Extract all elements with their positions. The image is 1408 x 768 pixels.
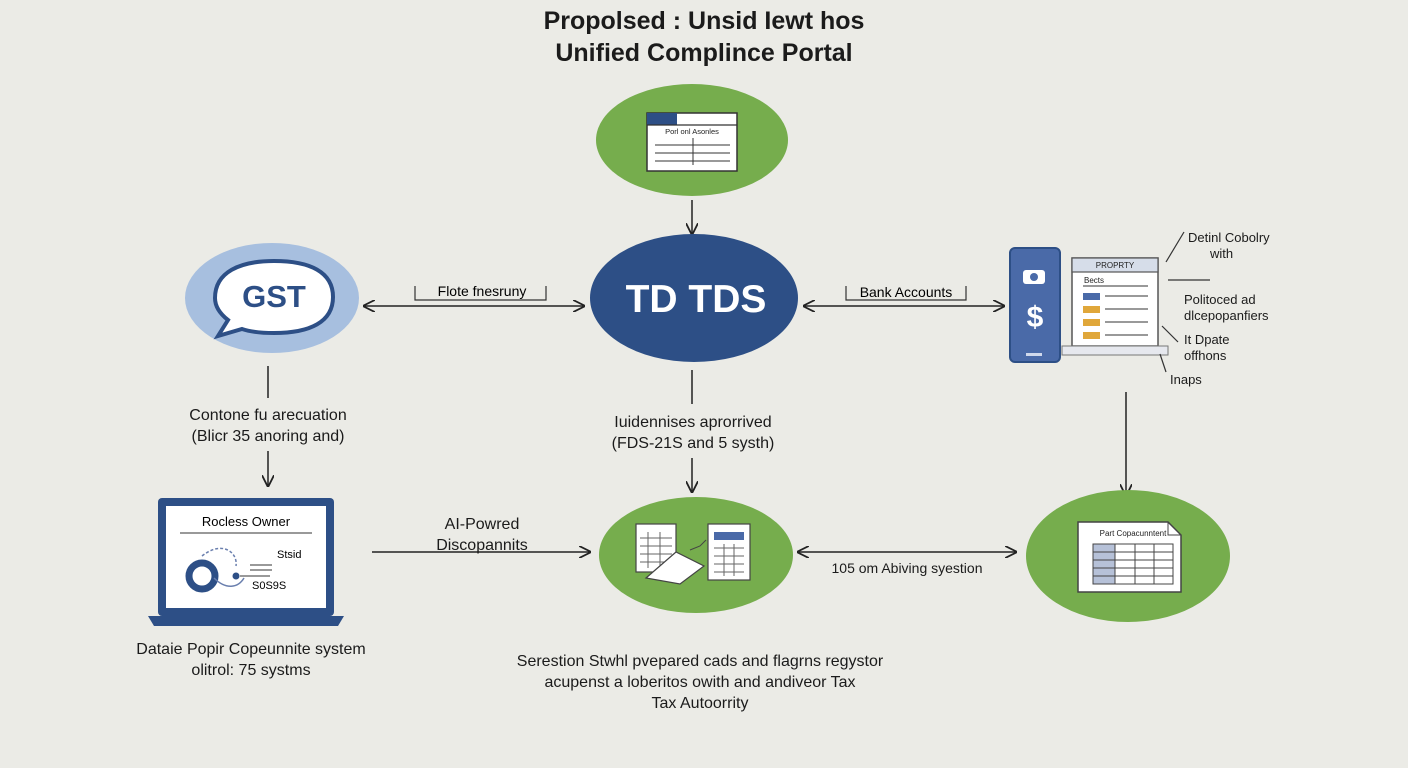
document-icon bbox=[646, 112, 738, 172]
laptop-below-label: Dataie Popir Copeunnite system olitrol: … bbox=[96, 639, 406, 681]
side-note-4: Inaps bbox=[1170, 372, 1202, 387]
side-note-2-line1: Politoced ad bbox=[1184, 292, 1256, 307]
laptop-label2: S0S9S bbox=[252, 580, 286, 592]
ai-discrepancy-node bbox=[599, 497, 793, 613]
side-note-2-line2: dlcepopanfiers bbox=[1184, 308, 1269, 323]
side-note-2: Politoced ad dlcepopanfiers bbox=[1184, 292, 1269, 324]
note4-connector bbox=[1159, 353, 1167, 373]
laptop-label1: Stsid bbox=[277, 549, 301, 561]
side-note-1-line1: Detinl Cobolry bbox=[1188, 230, 1270, 245]
diagram-title-line2: Unified Complince Portal bbox=[555, 39, 853, 67]
top-document-node: Porl onl Asonles bbox=[596, 84, 788, 196]
spreadsheet-icon bbox=[1061, 257, 1169, 356]
laptop-below-line1: Dataie Popir Copeunnite system bbox=[136, 641, 366, 658]
laptop-icon bbox=[148, 498, 344, 626]
bottom-document-header: Part Copacunntent bbox=[1100, 529, 1167, 538]
note1-connector bbox=[1165, 231, 1185, 263]
ai-label-line2: Discopannits bbox=[436, 537, 528, 554]
gst-below-label: Contone fu arecuation (Blicr 35 anoring … bbox=[128, 405, 408, 447]
laptop-below-line2: olitrol: 75 systms bbox=[191, 662, 311, 679]
center-bottom-line2: acupenst a loberitos owith and andiveor … bbox=[544, 674, 856, 691]
device-panel-header: PROPRTY bbox=[1096, 261, 1135, 270]
ai-label-line1: AI-Powred bbox=[444, 516, 520, 533]
compliance-report-node: Part Copacunntent bbox=[1026, 490, 1230, 622]
right-link-label: 105 om Abiving syestion bbox=[831, 560, 983, 576]
gst-label: GST bbox=[242, 279, 306, 314]
side-note-1: Detinl Cobolry with bbox=[1188, 230, 1270, 262]
side-note-3: It Dpate offhons bbox=[1184, 332, 1230, 364]
center-bottom-label: Serestion Stwhl pvepared cads and flagrn… bbox=[450, 651, 950, 714]
side-note-1-line2: with bbox=[1210, 246, 1234, 261]
note3-connector bbox=[1161, 325, 1179, 343]
gst-tds-label: Flote fnesruny bbox=[438, 283, 527, 299]
center-bottom-line1: Serestion Stwhl pvepared cads and flagrn… bbox=[516, 653, 884, 670]
bank-device-node: $ PROPRTY Bects bbox=[1009, 247, 1169, 363]
center-bottom-line3: Tax Autoorrity bbox=[651, 695, 749, 712]
tds-below-label: Iuidennises aprorrived (FDS-21S and 5 sy… bbox=[552, 412, 834, 454]
gst-tds-label-box bbox=[414, 286, 547, 301]
gst-below-line1: Contone fu arecuation bbox=[189, 407, 347, 424]
tds-below-line1: Iuidennises aprorrived bbox=[614, 414, 772, 431]
tds-bank-label-box bbox=[845, 286, 967, 301]
top-document-header: Porl onl Asonles bbox=[665, 127, 719, 136]
gst-below-line2: (Blicr 35 anoring and) bbox=[191, 428, 345, 445]
tds-node: TD TDS bbox=[590, 234, 798, 362]
diagram-title-line1: Propolsed : Unsid Iewt hos bbox=[543, 7, 865, 35]
side-note-3-line1: It Dpate bbox=[1184, 332, 1230, 347]
tds-below-line2: (FDS-21S and 5 systh) bbox=[611, 435, 775, 452]
speech-bubble-icon bbox=[212, 258, 336, 340]
device-panel-row: Bects bbox=[1084, 276, 1104, 285]
phone-icon bbox=[1009, 247, 1061, 363]
document-icon bbox=[1077, 521, 1182, 593]
tds-label: TD TDS bbox=[626, 278, 767, 321]
dollar-icon: $ bbox=[1027, 301, 1044, 334]
ai-powered-label: AI-Powred Discopannits bbox=[402, 514, 562, 556]
tds-bank-label: Bank Accounts bbox=[860, 284, 953, 300]
side-note-3-line2: offhons bbox=[1184, 348, 1227, 363]
laptop-header: Rocless Owner bbox=[202, 514, 291, 529]
spreadsheet-icon bbox=[635, 523, 751, 585]
gst-node: GST bbox=[185, 243, 359, 353]
